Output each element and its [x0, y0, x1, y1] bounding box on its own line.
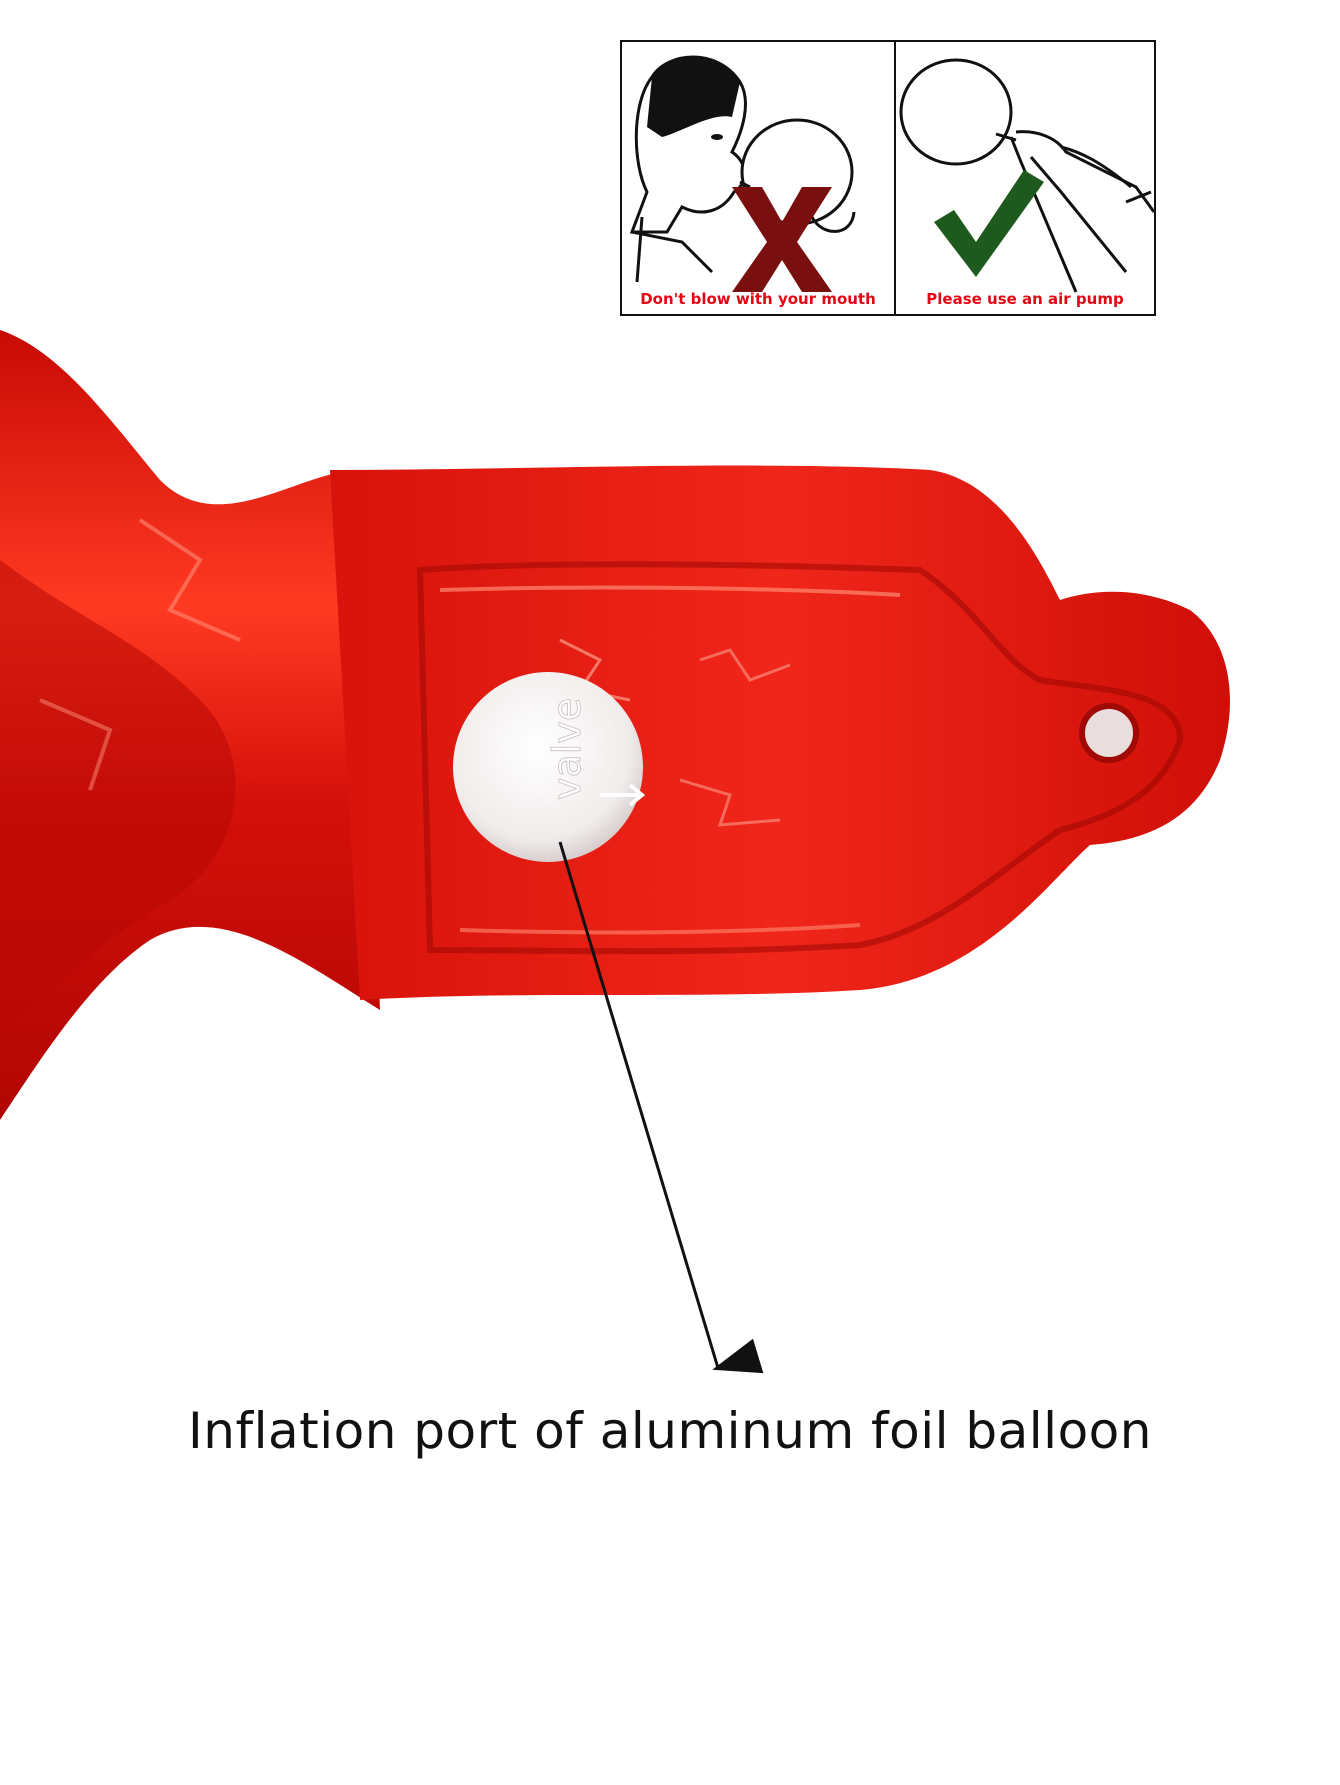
- valve-sticker: [453, 672, 643, 862]
- use-pump-caption: Please use an air pump: [926, 290, 1124, 308]
- photo-caption: Inflation port of aluminum foil balloon: [188, 1402, 1152, 1460]
- check-icon: [934, 170, 1044, 277]
- hanging-hole: [1079, 703, 1139, 763]
- person-blowing-icon: [629, 55, 856, 292]
- use-pump-cell: Please use an air pump: [896, 42, 1154, 314]
- pump-illustration-icon: [899, 58, 1154, 293]
- valve-label: valve: [545, 698, 589, 800]
- balloon-body-lower: [0, 560, 236, 1030]
- instruction-panel: Don't blow with your mouth Please use an…: [620, 40, 1156, 316]
- cross-icon: [732, 187, 832, 292]
- panel-divider: [894, 42, 896, 314]
- pointer-arrow: [558, 841, 764, 1374]
- no-mouth-cell: Don't blow with your mouth: [622, 42, 894, 314]
- no-mouth-caption: Don't blow with your mouth: [640, 290, 876, 308]
- valve-arrow-icon: [600, 783, 646, 807]
- seal-border: [416, 561, 1184, 955]
